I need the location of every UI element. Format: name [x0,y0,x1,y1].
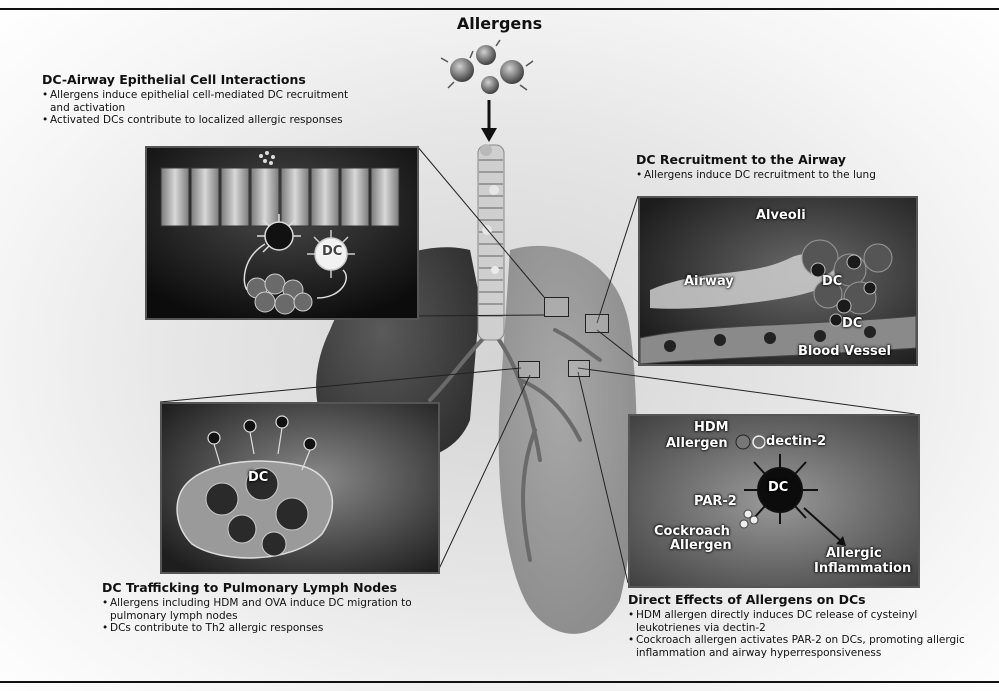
dc-label-upper: DC [822,274,842,289]
zoom-box-alveoli [585,314,609,333]
inflammation-label: Inflammation [814,561,911,576]
recruitment-text-block: DC Recruitment to the Airway Allergens i… [636,152,956,182]
hdm-allergen-label: Allergen [666,436,728,451]
epithelial-bullets: Allergens induce epithelial cell-mediate… [42,89,362,127]
epithelium-dc-label: DC [322,244,342,259]
epithelium-panel: DC [145,146,419,320]
lymph-node-illustration [162,404,438,572]
trafficking-bullets: Allergens including HDM and OVA induce D… [102,597,462,635]
trafficking-bullet: DCs contribute to Th2 allergic responses [102,622,462,635]
zoom-box-direct [568,360,590,377]
cockroach-allergen-label: Allergen [670,538,732,553]
direct-dc-label: DC [768,480,788,495]
lymph-dc-label: DC [248,470,268,485]
alveoli-label: Alveoli [756,208,806,223]
alveoli-panel: Alveoli Airway DC DC Blood Vessel [638,196,918,366]
airway-label: Airway [684,274,734,289]
zoom-box-lymph [518,361,540,378]
epithelial-bullet: Activated DCs contribute to localized al… [42,114,362,127]
recruitment-bullets: Allergens induce DC recruitment to the l… [636,169,956,182]
blood-vessel-label: Blood Vessel [798,344,891,359]
zoom-box-epithelium [544,297,569,317]
recruitment-heading: DC Recruitment to the Airway [636,152,956,167]
epithelial-heading: DC-Airway Epithelial Cell Interactions [42,72,362,87]
direct-bullet: HDM allergen directly induces DC release… [628,609,968,634]
figure-title: Allergens [0,14,999,33]
dectin-label: dectin-2 [766,434,826,449]
trafficking-heading: DC Trafficking to Pulmonary Lymph Nodes [102,580,462,595]
direct-bullets: HDM allergen directly induces DC release… [628,609,968,659]
allergen-arrow [481,100,497,142]
epithelial-bullet: Allergens induce epithelial cell-mediate… [42,89,362,114]
dc-label-lower: DC [842,316,862,331]
direct-heading: Direct Effects of Allergens on DCs [628,592,968,607]
recruitment-bullet: Allergens induce DC recruitment to the l… [636,169,956,182]
cockroach-label: Cockroach [654,524,730,539]
direct-bullet: Cockroach allergen activates PAR-2 on DC… [628,634,968,659]
allergen-cluster [441,40,533,94]
trafficking-text-block: DC Trafficking to Pulmonary Lymph Nodes … [102,580,462,635]
allergic-label: Allergic [826,546,882,561]
trafficking-bullet: Allergens including HDM and OVA induce D… [102,597,462,622]
par2-label: PAR-2 [694,494,737,509]
epithelium-illustration [147,148,417,318]
direct-effects-panel: HDM Allergen dectin-2 DC PAR-2 Cockroach… [628,414,920,588]
trachea [478,144,504,340]
lymph-node-panel: DC [160,402,440,574]
hdm-label: HDM [694,420,729,435]
epithelial-text-block: DC-Airway Epithelial Cell Interactions A… [42,72,362,127]
direct-text-block: Direct Effects of Allergens on DCs HDM a… [628,592,968,659]
